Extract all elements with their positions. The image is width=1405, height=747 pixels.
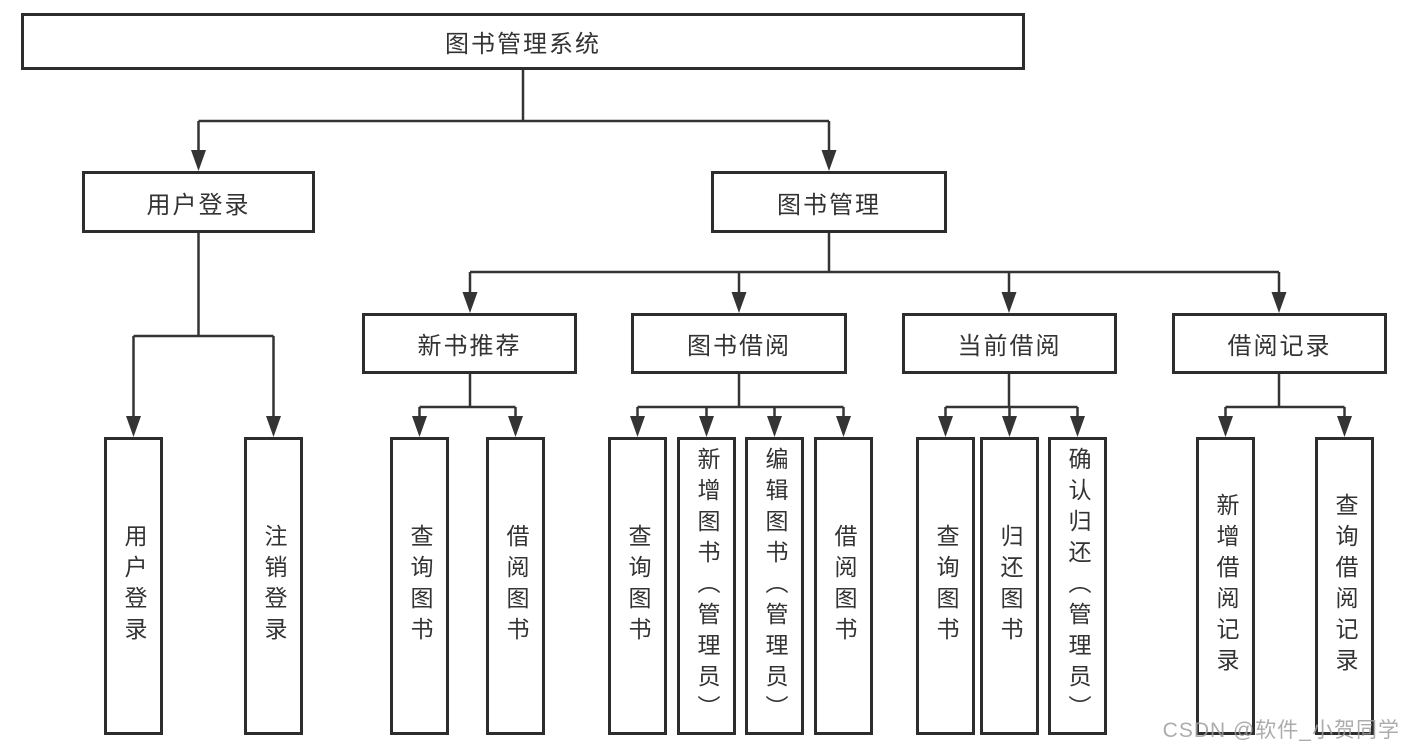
connector-book-borrow-to-leaves (630, 374, 851, 437)
leaf-query-books-borrow: 查询图书 (608, 437, 667, 735)
leaf-logout: 注销登录 (244, 437, 303, 735)
connector-root-to-level2 (191, 70, 837, 171)
node-book-borrow: 图书借阅 (631, 313, 847, 374)
leaf-query-books-recommend: 查询图书 (390, 437, 449, 735)
node-user-login: 用户登录 (82, 171, 315, 233)
leaf-return-book: 归还图书 (980, 437, 1039, 735)
leaf-add-borrow-record: 新增借阅记录 (1196, 437, 1255, 735)
leaf-confirm-return-admin: 确认归还（管理员） (1048, 437, 1107, 735)
node-book-management: 图书管理 (711, 171, 947, 233)
connector-borrow-records-to-leaves (1218, 374, 1352, 437)
connector-new-book-recommend-to-leaves (412, 374, 523, 437)
connector-book-management-to-level3 (462, 233, 1287, 313)
node-current-borrow: 当前借阅 (902, 313, 1117, 374)
node-borrow-records: 借阅记录 (1172, 313, 1387, 374)
leaf-query-books-current: 查询图书 (916, 437, 975, 735)
leaf-borrow-books: 借阅图书 (814, 437, 873, 735)
leaf-query-borrow-record: 查询借阅记录 (1315, 437, 1374, 735)
node-new-book-recommend: 新书推荐 (362, 313, 577, 374)
leaf-edit-book-admin: 编辑图书（管理员） (745, 437, 804, 735)
connector-current-borrow-to-leaves (938, 374, 1085, 437)
node-library-management-system: 图书管理系统 (21, 13, 1025, 70)
leaf-add-book-admin: 新增图书（管理员） (677, 437, 736, 735)
connector-user-login-to-leaves (126, 233, 281, 437)
leaf-user-login: 用户登录 (104, 437, 163, 735)
leaf-borrow-books-recommend: 借阅图书 (486, 437, 545, 735)
csdn-watermark: CSDN @软件_小贺同学 (1162, 719, 1400, 742)
